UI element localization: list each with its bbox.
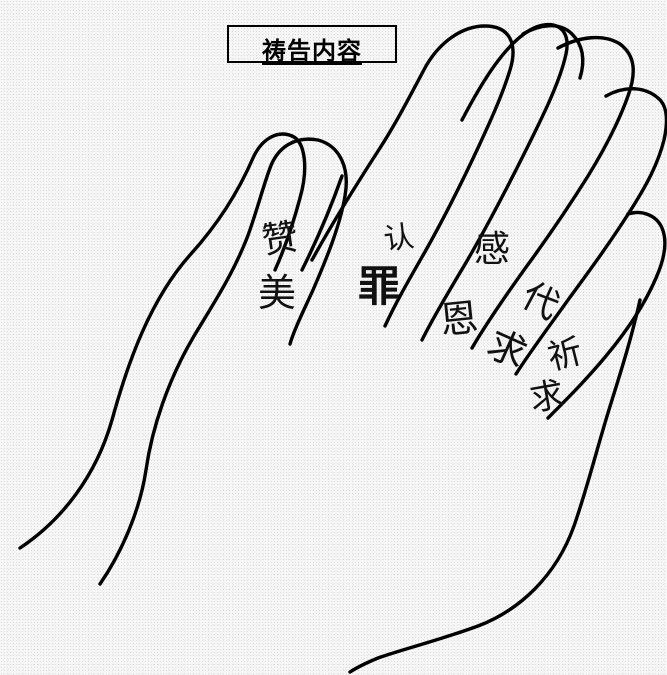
label-thank-1: 感 <box>474 229 511 270</box>
label-confess-2: 罪 <box>358 262 401 311</box>
middle-finger-outline <box>420 22 569 342</box>
right-palm-edge <box>348 298 642 674</box>
label-thank-2: 恩 <box>437 295 481 343</box>
thumb-tip <box>273 134 307 272</box>
right-hand-lower-finger <box>546 210 667 420</box>
label-petition-2: 求 <box>526 374 568 420</box>
label-praise-2: 美 <box>258 271 297 315</box>
little-finger-outline <box>514 87 667 376</box>
title-box: 祷告内容 <box>227 25 397 65</box>
thumb-outline <box>18 132 294 550</box>
thumb-inner-outline <box>98 137 348 586</box>
label-praise-1: 赞 <box>259 216 301 263</box>
middle-finger-top <box>521 24 585 80</box>
finger-crease-1 <box>300 174 344 272</box>
index-finger-outline <box>310 24 515 328</box>
label-confess-1: 认 <box>381 219 417 258</box>
ring-finger-outline <box>470 35 635 350</box>
page-title: 祷告内容 <box>262 36 362 65</box>
